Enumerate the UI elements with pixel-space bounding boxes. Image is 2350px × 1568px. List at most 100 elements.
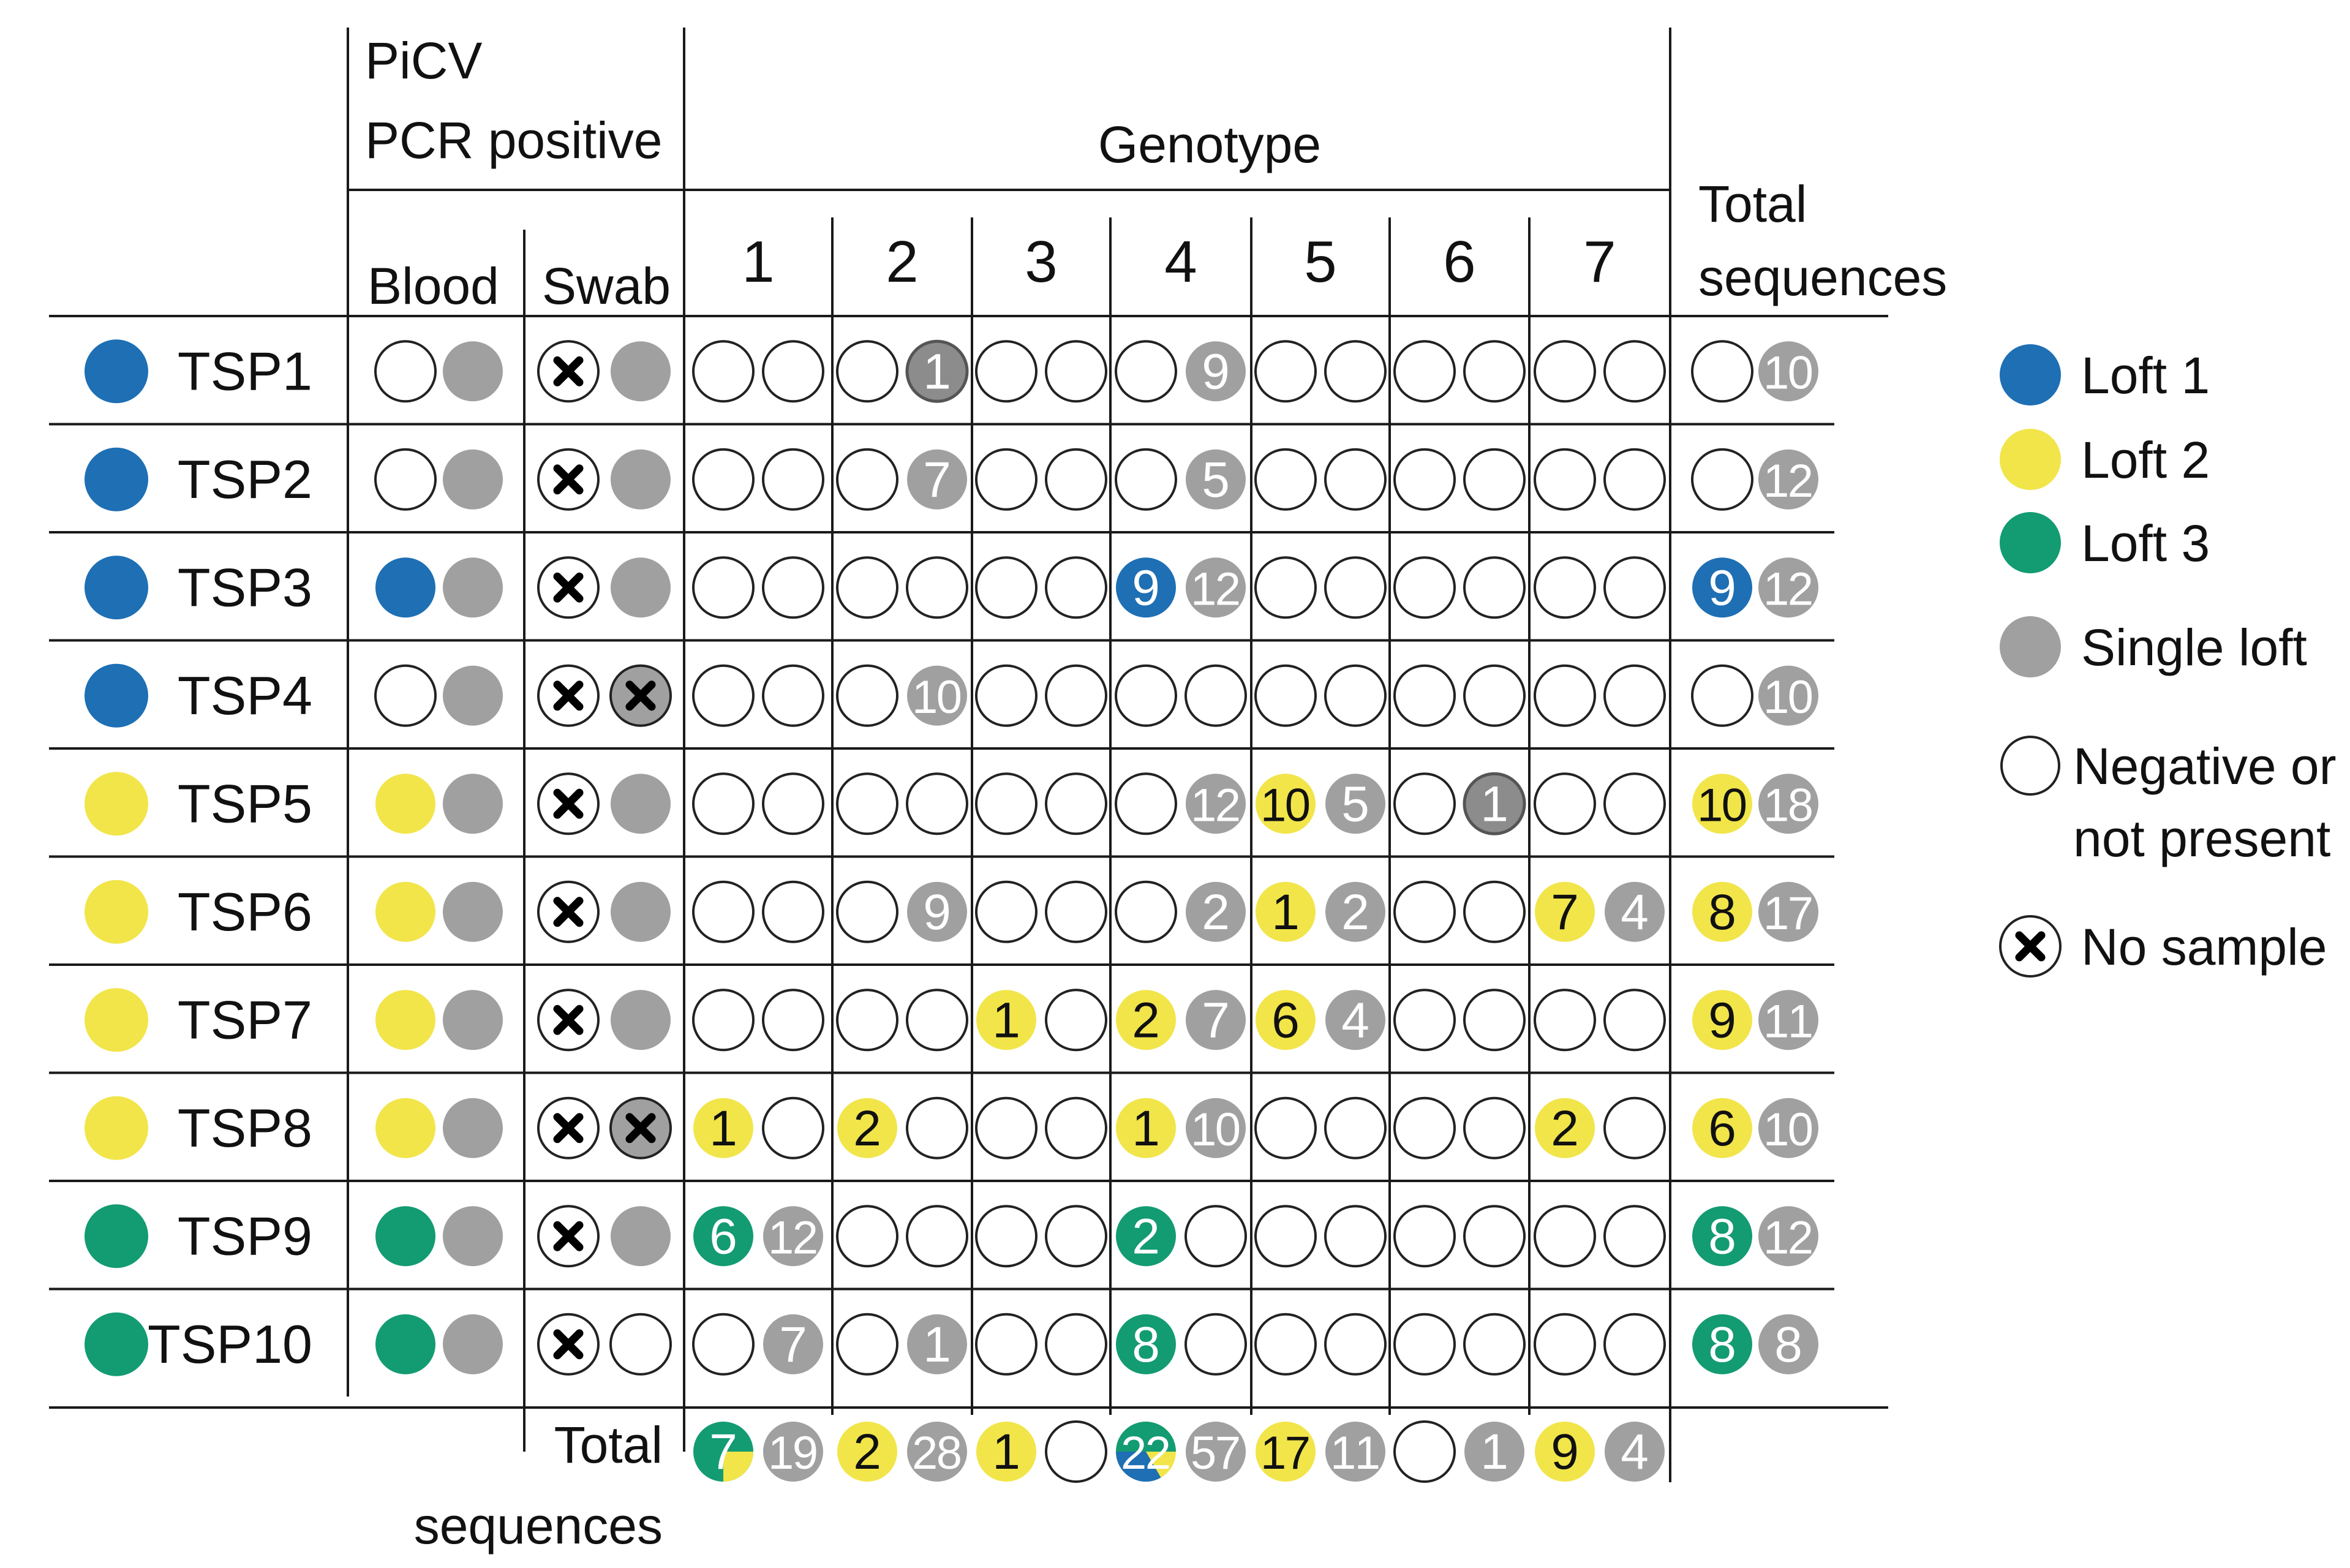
filled-circle — [375, 1098, 435, 1158]
count-label: 10 — [1260, 779, 1311, 831]
genotype-1-cell — [692, 340, 755, 403]
filled-circle — [1186, 341, 1246, 402]
swab-cell — [611, 774, 671, 834]
count-label: 11 — [1330, 1427, 1380, 1479]
negative-circle — [692, 880, 755, 943]
filled-circle — [1116, 1098, 1176, 1158]
negative-circle — [692, 664, 755, 727]
genotype-header-6: 6 — [1443, 229, 1475, 295]
column-total-5: 11 — [1325, 1422, 1385, 1482]
negative-circle — [692, 989, 755, 1052]
genotype-1-cell: 1 — [693, 1098, 753, 1158]
genotype-4-cell — [1115, 340, 1177, 403]
filled-circle — [1692, 1314, 1752, 1374]
filled-circle — [611, 1206, 671, 1267]
swab-cell — [611, 990, 671, 1050]
negative-circle — [1045, 448, 1107, 511]
header-total-sequences-1: Total — [1698, 175, 1807, 233]
genotype-2-cell: 9 — [907, 881, 967, 942]
negative-circle — [1045, 772, 1107, 835]
genotype-1-cell — [692, 989, 755, 1052]
swab-cell — [537, 1205, 600, 1268]
genotype-6-cell — [1463, 556, 1526, 619]
genotype-4-cell: 9 — [1186, 341, 1246, 402]
filled-circle — [1758, 1314, 1818, 1374]
genotype-1-cell — [692, 1313, 755, 1376]
genotype-7-cell — [1603, 989, 1666, 1052]
x-icon — [2015, 931, 2046, 962]
x-icon — [553, 1113, 584, 1144]
negative-circle — [836, 664, 898, 727]
loft1-slice — [1116, 1452, 1161, 1482]
legend-label: Negative or — [2073, 737, 2337, 795]
negative-circle — [1393, 664, 1456, 727]
filled-circle — [1464, 1422, 1524, 1482]
filled-circle — [443, 1098, 503, 1158]
genotype-4-cell — [1115, 448, 1177, 511]
genotype-3-cell — [975, 448, 1038, 511]
negative-circle — [762, 664, 824, 727]
header-total-sequences-2: sequences — [1698, 249, 1947, 306]
filled-circle — [443, 557, 503, 618]
count-label: 4 — [1341, 992, 1369, 1048]
negative-circle — [1045, 556, 1107, 619]
genotype-4-cell: 8 — [1116, 1314, 1176, 1374]
count-label: 1 — [992, 992, 1020, 1048]
genotype-1-cell — [692, 448, 755, 511]
header-swab: Swab — [542, 257, 671, 315]
genotype-2-cell — [906, 989, 968, 1052]
legend-swatch — [2000, 344, 2061, 405]
negative-circle — [1463, 340, 1526, 403]
negative-circle — [1603, 989, 1666, 1052]
genotype-5-cell — [1324, 1205, 1387, 1268]
genotype-4-cell — [1184, 1313, 1247, 1376]
swab-cell — [537, 448, 600, 511]
blood-cell — [375, 557, 435, 618]
genotype-5-cell — [1324, 556, 1387, 619]
negative-circle — [1603, 1205, 1666, 1268]
genotype-3-cell — [1045, 1205, 1107, 1268]
genotype-6-cell: 1 — [1463, 772, 1526, 835]
negative-circle — [762, 340, 824, 403]
genotype-3-cell — [1045, 772, 1107, 835]
filled-circle — [1186, 881, 1246, 942]
genotype-2-cell — [836, 556, 898, 619]
x-icon — [553, 1005, 584, 1035]
negative-circle — [692, 448, 755, 511]
negative-circle — [1045, 989, 1107, 1052]
genotype-3-cell: 1 — [976, 990, 1036, 1050]
swab-cell — [537, 340, 600, 403]
blood-cell — [375, 1314, 435, 1374]
count-label: 6 — [1708, 1101, 1736, 1156]
sample-label: TSP9 — [178, 1205, 312, 1266]
negative-circle — [1393, 989, 1456, 1052]
filled-circle — [907, 449, 967, 510]
genotype-6-cell — [1393, 1096, 1456, 1159]
filled-circle — [1758, 1098, 1818, 1158]
count-label: 8 — [1132, 1317, 1160, 1373]
filled-circle — [693, 1206, 753, 1267]
genotype-3-cell — [975, 772, 1038, 835]
count-label: 6 — [1271, 992, 1300, 1048]
count-label: 6 — [709, 1208, 737, 1264]
column-total-6: 1 — [1464, 1422, 1524, 1482]
swab-cell — [609, 1313, 672, 1376]
row-total-cell: 10 — [1758, 1098, 1818, 1158]
genotype-3-cell — [975, 664, 1038, 727]
negative-circle — [374, 664, 437, 727]
count-label: 8 — [1774, 1317, 1802, 1373]
count-label: 10 — [1191, 1104, 1241, 1156]
filled-circle — [611, 449, 671, 510]
negative-circle — [1115, 340, 1177, 403]
filled-circle — [1325, 990, 1385, 1050]
table-grid — [49, 28, 1888, 1482]
loft-indicator — [85, 447, 148, 511]
loft-indicator — [85, 339, 148, 404]
genotype-7-cell — [1534, 989, 1596, 1052]
genotype-3-cell — [1045, 664, 1107, 727]
genotype-7-cell — [1603, 448, 1666, 511]
count-label: 9 — [923, 884, 951, 940]
count-label: 1 — [1480, 1424, 1508, 1480]
negative-circle — [692, 340, 755, 403]
